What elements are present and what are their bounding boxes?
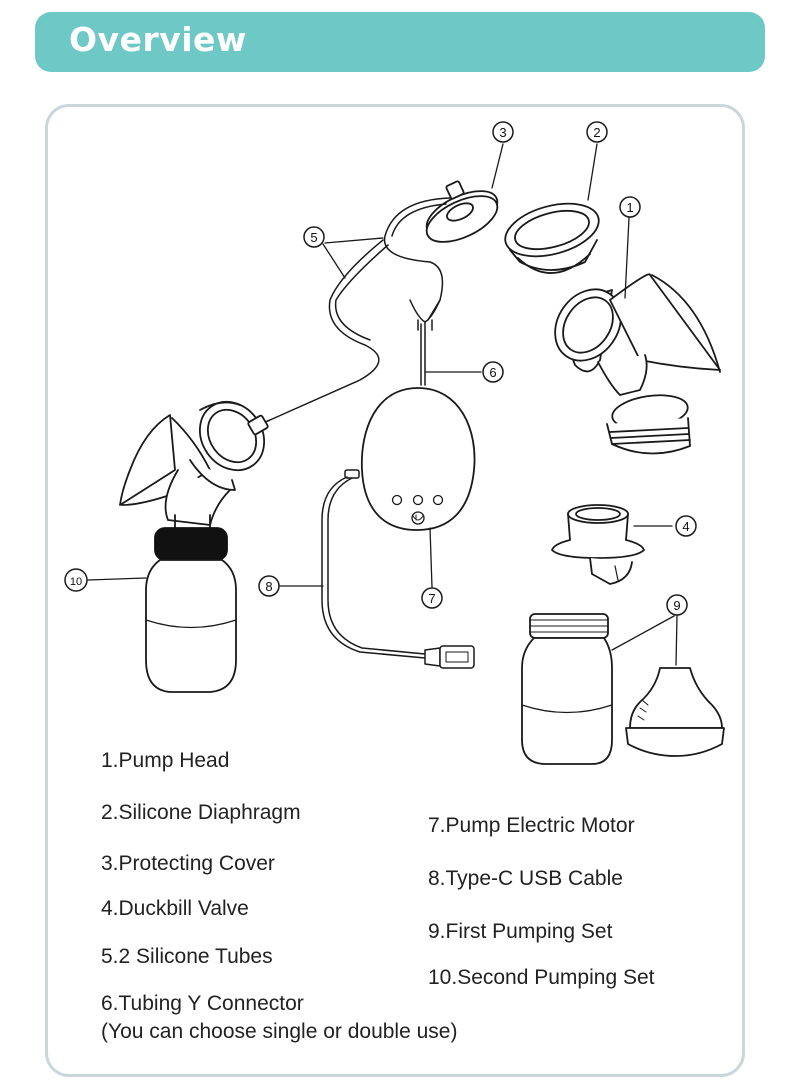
- legend-item-3: 3.Protecting Cover: [101, 852, 275, 875]
- callout-8: [258, 575, 280, 597]
- callout-5: [303, 226, 325, 248]
- callout-7: [421, 587, 443, 609]
- legend-item-6-note: (You can choose single or double use): [101, 1020, 458, 1043]
- header-bar: Overview: [35, 12, 765, 72]
- callout-label-4: 4: [682, 519, 689, 534]
- callout-label-9: 9: [673, 598, 680, 613]
- callout-3: [492, 121, 514, 143]
- leader-lines: [87, 143, 678, 666]
- legend-item-7: 7.Pump Electric Motor: [428, 814, 635, 837]
- pump-head: [554, 273, 721, 455]
- legend-item-8: 8.Type-C USB Cable: [428, 867, 623, 890]
- callout-label-8: 8: [265, 579, 272, 594]
- callout-label-2: 2: [593, 125, 600, 140]
- callout-label-5: 5: [310, 230, 317, 245]
- type-c-usb-cable: [321, 469, 475, 669]
- page-title: Overview: [69, 20, 247, 59]
- callout-label-6: 6: [489, 365, 496, 380]
- legend-item-6: 6.Tubing Y Connector: [101, 992, 304, 1015]
- second-pumping-set: [119, 400, 269, 693]
- callout-9: [666, 594, 688, 616]
- legend-item-5: 5.2 Silicone Tubes: [101, 945, 273, 968]
- legend-item-9: 9.First Pumping Set: [428, 920, 613, 943]
- callout-4: [675, 515, 697, 537]
- callout-6: [482, 361, 504, 383]
- silicone-diaphragm: [504, 202, 600, 274]
- callout-label-10: 10: [70, 576, 82, 588]
- callout-label-3: 3: [499, 125, 506, 140]
- callout-10: [64, 568, 88, 592]
- callouts: [64, 121, 697, 616]
- callout-1: [619, 196, 641, 218]
- callout-label-7: 7: [428, 591, 435, 606]
- legend-item-10: 10.Second Pumping Set: [428, 966, 655, 989]
- callout-label-1: 1: [626, 200, 633, 215]
- protecting-cover: [425, 180, 499, 243]
- callout-2: [586, 121, 608, 143]
- duckbill-valve: [551, 504, 645, 585]
- legend-item-4: 4.Duckbill Valve: [101, 897, 249, 920]
- legend-item-1: 1.Pump Head: [101, 749, 230, 772]
- first-pumping-set: [521, 613, 725, 765]
- pump-electric-motor: [360, 387, 476, 531]
- legend-item-2: 2.Silicone Diaphragm: [101, 801, 301, 824]
- tubing-y-connector: [409, 299, 441, 386]
